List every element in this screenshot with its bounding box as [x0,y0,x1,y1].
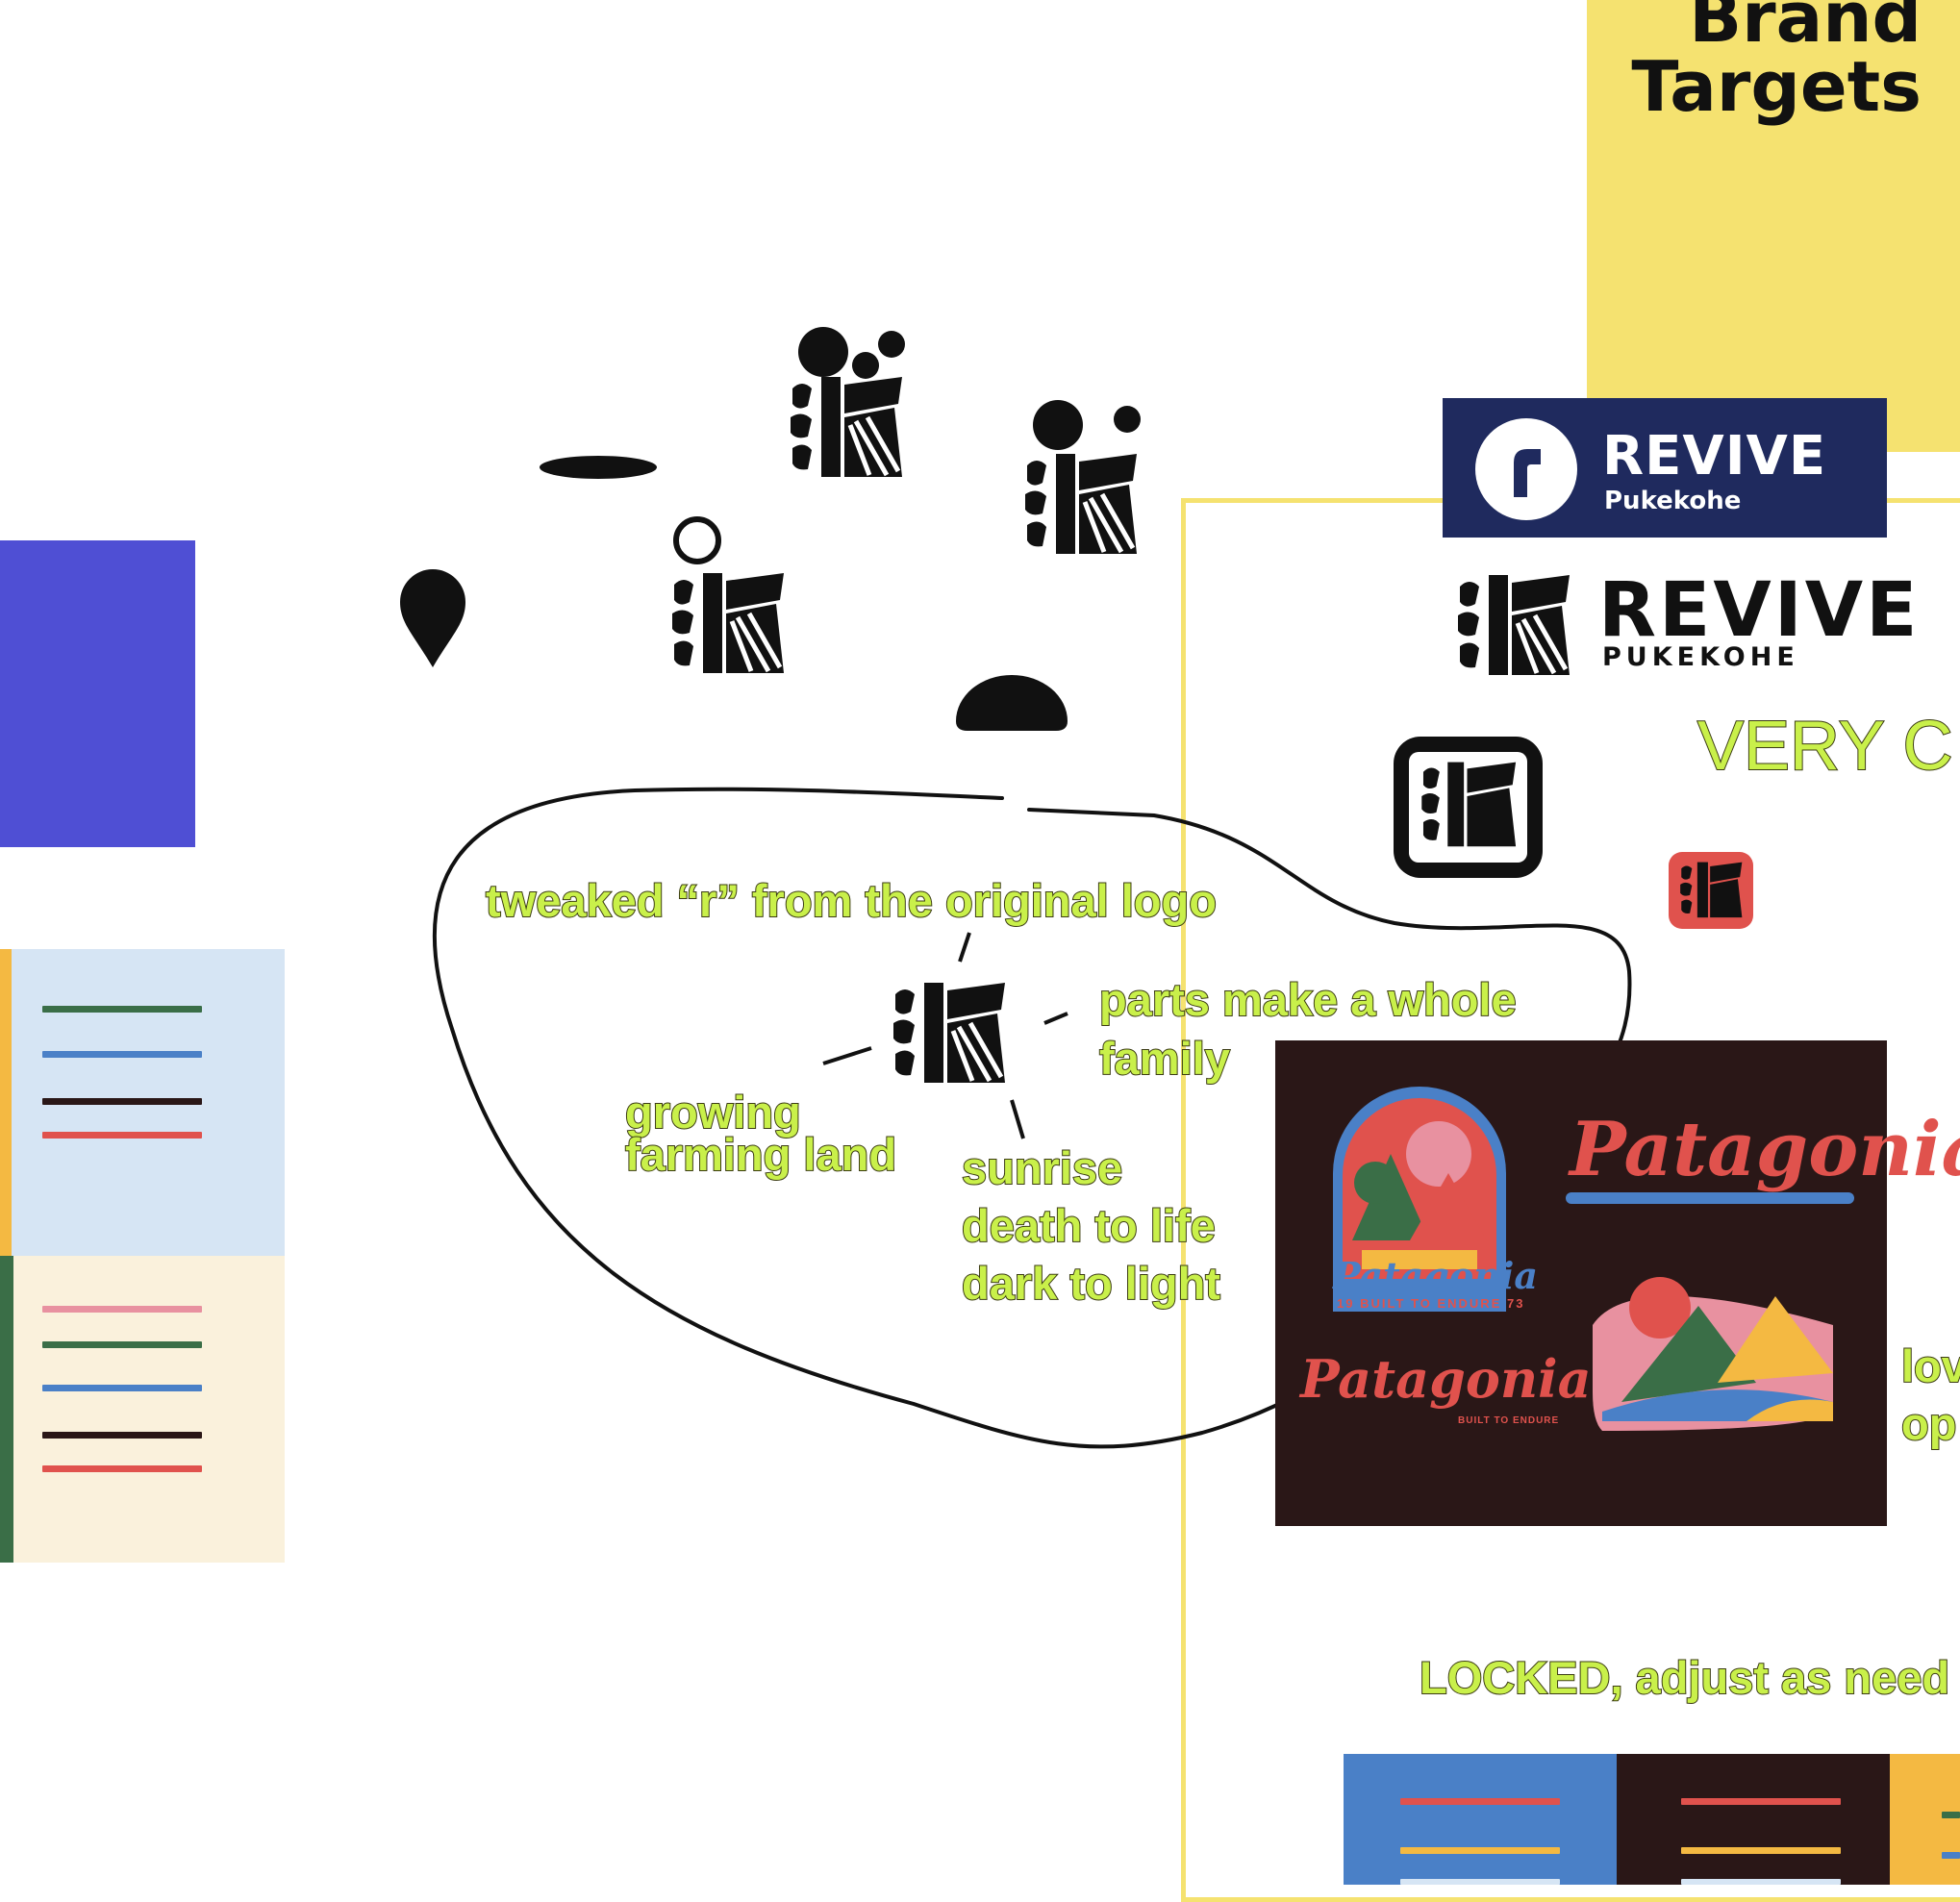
palette-line-red [42,1132,202,1139]
palette-line-black [42,1432,202,1439]
palette-line-green [42,1341,202,1348]
sticky-title-line2: Targets [1631,46,1922,127]
patagonia-script-underline [1566,1192,1854,1204]
logo-mark-icon [1421,762,1517,847]
sticky-note-title: Brand Targets [1631,0,1922,121]
palette-card-1-edge [0,949,12,1256]
logo-red-icon[interactable] [1669,852,1753,929]
logo-app-icon-inner [1409,752,1527,863]
palette-line-red [1681,1798,1841,1805]
annotation-locked: LOCKED, adjust as need [1419,1652,1950,1703]
palette-line-red [1400,1798,1560,1805]
annotation-parts-line2: family [1098,1033,1231,1084]
palette-card-2[interactable] [0,1256,285,1563]
palette-line-black [42,1098,202,1105]
patagonia-badge-tagline: 19 BUILT TO ENDURE 73 [1337,1296,1524,1311]
annotation-sunrise-line2: death to life [961,1200,1217,1251]
revive-badge-word: REVIVE [1602,425,1827,488]
palette-line-lightblue [1400,1879,1560,1885]
patagonia-landscape-badge-icon [1593,1277,1833,1431]
annotation-op: op [1900,1398,1957,1449]
annotation-tweaked-r: tweaked “r” from the original logo [485,875,1218,926]
revive-mark-icon [1458,575,1570,675]
annotation-sunrise-line1: sunrise [961,1142,1123,1193]
revive-wordmark-word: REVIVE [1598,567,1921,654]
palette-card-1[interactable] [0,949,285,1256]
palette-line-green [1942,1812,1960,1818]
patagonia-arch-badge-icon [1333,1087,1506,1312]
badge-year-right: 73 [1506,1296,1525,1311]
pin-shape [400,569,465,667]
annotation-very-c: VERY C [1696,708,1953,785]
sun-outline-shape [673,516,721,564]
logo-variant-3-icon [672,573,784,673]
revive-wordmark-sub: PUKEKOHE [1602,642,1799,672]
palette-card-2-edge [0,1256,13,1563]
annotation-lov: lov [1900,1340,1960,1391]
r-logo-icon [1475,418,1577,520]
logo-variant-2-icon [1025,454,1137,554]
palette-line-green [42,1006,202,1013]
bottom-palette-yellow[interactable] [1890,1754,1960,1885]
palette-line-lightblue [1681,1879,1841,1885]
palette-line-blue [42,1051,202,1058]
r-letter-icon [1514,449,1541,497]
patagonia-badge-word: Patagonia [1333,1254,1538,1297]
palette-line-blue [42,1385,202,1391]
brand-targets-sticky-note[interactable]: Brand Targets [1587,0,1960,452]
logo-variant-1-icon [791,377,902,477]
revive-wordmark[interactable]: REVIVE PUKEKOHE [1454,567,1960,683]
freehand-blob-outline [432,787,1632,1449]
patagonia-script-small-tagline: BUILT TO ENDURE [1458,1415,1560,1426]
sticky-title-line1: Brand [1689,0,1922,58]
patagonia-script-small: Patagonia [1300,1348,1592,1410]
logo-mark-red-icon [1680,862,1743,918]
logo-center-mark-icon [893,983,1005,1083]
palette-line-yellow [1400,1847,1560,1854]
indigo-swatch[interactable] [0,540,195,847]
annotation-parts-line1: parts make a whole [1098,974,1518,1025]
bottom-palette-dark[interactable] [1617,1754,1890,1885]
palette-line-blue [1942,1852,1960,1859]
annotation-sunrise-line3: dark to light [961,1258,1221,1309]
revive-badge[interactable]: REVIVE Pukekohe [1443,398,1887,538]
annotation-growing-line2: farming land [624,1129,897,1180]
logo-app-icon[interactable] [1394,737,1543,878]
patagonia-reference-board[interactable]: Patagonia 19 BUILT TO ENDURE 73 Patagoni… [1275,1040,1960,1526]
logo-parts-cluster[interactable] [385,317,1173,740]
hill-shape [956,675,1068,731]
dash-shape [540,456,657,479]
palette-line-yellow [1681,1847,1841,1854]
bottom-palette-blue[interactable] [1344,1754,1617,1885]
badge-year-left: 19 [1337,1296,1355,1311]
palette-line-red [42,1465,202,1472]
badge-tagline-text: BUILT TO ENDURE [1360,1296,1502,1311]
patagonia-script-large: Patagonia [1570,1106,1960,1193]
revive-badge-sub: Pukekohe [1604,487,1742,515]
palette-line-pink [42,1306,202,1313]
annotation-growing-line1: growing [624,1087,802,1138]
